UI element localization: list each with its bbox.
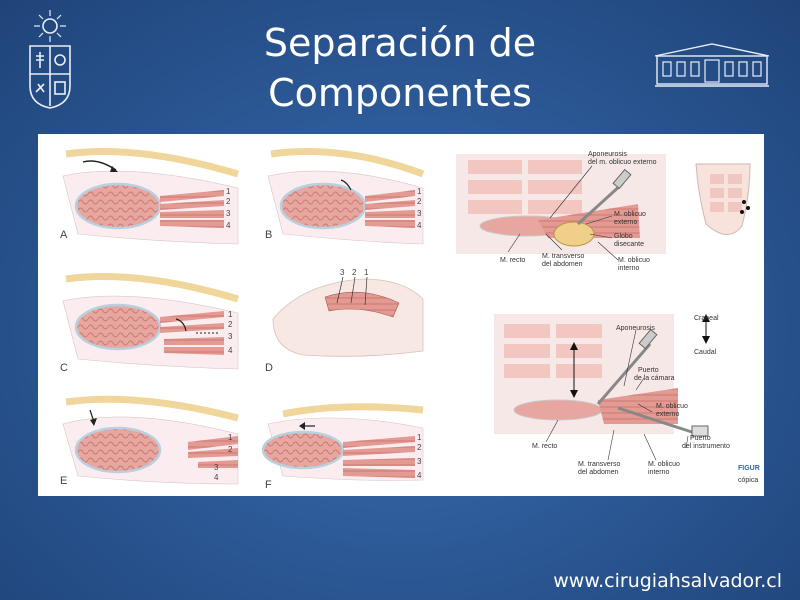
label-puerto-instrumento-2: del instrumento bbox=[682, 443, 730, 450]
panel-a: A 1 2 3 4 bbox=[60, 148, 240, 245]
label-transverso-b-2: del abdomen bbox=[578, 469, 619, 476]
label-aponeurosis-externo: Aponeurosis bbox=[588, 151, 627, 158]
label-oblicuo-interno-2: interno bbox=[618, 265, 640, 272]
layer-number: 2 bbox=[417, 197, 422, 206]
caption-fragment: FIGUR bbox=[738, 465, 760, 472]
layer-number: 1 bbox=[417, 433, 422, 442]
hospital-building-logo bbox=[654, 43, 770, 87]
title-line-2: Componentes bbox=[268, 71, 532, 115]
label-craneal: Craneal bbox=[694, 315, 719, 322]
label-globo-2: disecante bbox=[614, 241, 644, 248]
label-caudal: Caudal bbox=[694, 349, 717, 356]
layer-number: 4 bbox=[214, 473, 219, 482]
label-globo: Globo bbox=[614, 233, 633, 240]
label-aponeurosis-externo-2: del m. oblicuo externo bbox=[588, 159, 657, 166]
label-oblicuo-interno: M. oblicuo bbox=[618, 257, 650, 264]
layer-number: 4 bbox=[417, 471, 422, 480]
label-transverso: M. transverso bbox=[542, 253, 585, 260]
footer-url: www.cirugiahsalvador.cl bbox=[553, 570, 782, 592]
torso-inset bbox=[695, 163, 751, 235]
panel-d: 3 2 1 D bbox=[265, 268, 424, 374]
caption-fragment-2: cópica bbox=[738, 477, 758, 484]
layer-number: 2 bbox=[417, 443, 422, 452]
top-right-illustration: Aponeurosis del m. oblicuo externo M. ob… bbox=[456, 151, 666, 272]
layer-number: 1 bbox=[226, 187, 231, 196]
panel-label-f: F bbox=[265, 479, 272, 491]
label-oblicuo-externo-b-2: externo bbox=[656, 411, 679, 418]
layer-number: 3 bbox=[214, 463, 219, 472]
layer-number: 3 bbox=[417, 209, 422, 218]
layer-number: 3 bbox=[417, 457, 422, 466]
label-transverso-b: M. transverso bbox=[578, 461, 621, 468]
anatomical-figure: A 1 2 3 4 B 1 2 3 4 bbox=[38, 134, 764, 496]
layer-number: 2 bbox=[228, 445, 233, 454]
layer-number: 1 bbox=[228, 433, 233, 442]
label-puerto-instrumento: Puerto bbox=[690, 435, 711, 442]
panel-c: C 1 2 3 4 bbox=[60, 273, 240, 374]
label-aponeurosis: Aponeurosis bbox=[616, 325, 655, 332]
panel-label-d: D bbox=[265, 362, 273, 374]
label-recto-b: M. recto bbox=[532, 443, 557, 450]
layer-number: 3 bbox=[228, 332, 233, 341]
panel-b: B 1 2 3 4 bbox=[265, 148, 425, 245]
layer-number: 4 bbox=[417, 221, 422, 230]
university-crest-logo bbox=[29, 10, 71, 109]
title-line-1: Separación de bbox=[263, 21, 537, 65]
layer-number: 2 bbox=[352, 268, 357, 277]
panel-label-e: E bbox=[60, 475, 67, 487]
layer-number: 2 bbox=[228, 320, 233, 329]
label-oblicuo-externo-b: M. oblicuo bbox=[656, 403, 688, 410]
panel-label-b: B bbox=[265, 229, 272, 241]
panel-f: F 1 2 3 4 bbox=[261, 403, 424, 491]
layer-number: 4 bbox=[226, 221, 231, 230]
label-oblicuo-interno-b-2: interno bbox=[648, 469, 670, 476]
layer-number: 1 bbox=[364, 268, 369, 277]
layer-number: 3 bbox=[340, 268, 345, 277]
bottom-right-illustration: Craneal Caudal Aponeurosis Puerto de la … bbox=[494, 314, 760, 484]
panel-label-a: A bbox=[60, 229, 68, 241]
label-puerto-camara: Puerto bbox=[638, 367, 659, 374]
panel-e: E 1 2 3 4 bbox=[60, 395, 239, 487]
label-oblicuo-interno-b: M. oblicuo bbox=[648, 461, 680, 468]
layer-number: 4 bbox=[228, 346, 233, 355]
panel-label-c: C bbox=[60, 362, 68, 374]
label-transverso-2: del abdomen bbox=[542, 261, 583, 268]
layer-number: 2 bbox=[226, 197, 231, 206]
layer-number: 3 bbox=[226, 209, 231, 218]
layer-number: 1 bbox=[228, 310, 233, 319]
layer-number: 1 bbox=[417, 187, 422, 196]
slide-title: Separación de Componentes bbox=[200, 18, 600, 118]
label-oblicuo-externo-2: externo bbox=[614, 219, 637, 226]
label-oblicuo-externo: M. oblicuo bbox=[614, 211, 646, 218]
figure-illustration: A 1 2 3 4 B 1 2 3 4 bbox=[60, 148, 760, 491]
label-puerto-camara-2: de la cámara bbox=[634, 375, 675, 382]
label-recto: M. recto bbox=[500, 257, 525, 264]
